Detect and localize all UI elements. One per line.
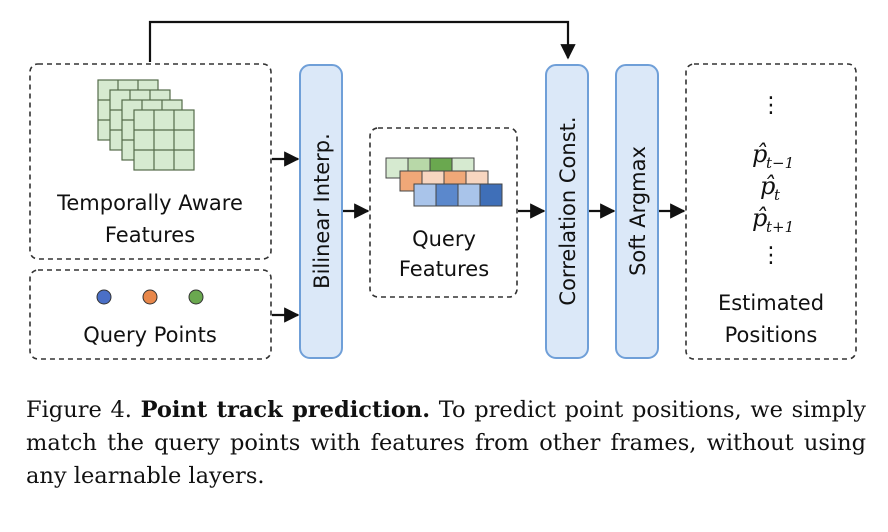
query-feature-strips-icon	[385, 157, 503, 207]
p-hat-t-plus-1: p̂ t+1	[752, 204, 794, 236]
caption-text: To predict point positions, we simply ma…	[26, 397, 866, 489]
feature-grid-icon	[97, 79, 195, 171]
svg-text:p̂: p̂	[752, 140, 767, 168]
svg-text:p̂: p̂	[752, 204, 767, 232]
figure-label: Figure 4.	[26, 397, 132, 423]
correlation-label: Correlation Const.	[556, 116, 580, 305]
query-features-label-2: Features	[399, 257, 489, 281]
query-points-box	[29, 269, 272, 360]
pipeline-diagram: Temporally Aware Features Query Points B…	[29, 20, 857, 360]
bilinear-interp-label: Bilinear Interp.	[310, 133, 334, 289]
bilinear-interp-block	[299, 64, 343, 359]
query-features-label-1: Query	[412, 227, 476, 251]
temporal-features-label-2: Features	[105, 223, 195, 247]
soft-argmax-block	[615, 64, 659, 359]
ellipsis-bottom: ⋮	[760, 243, 782, 268]
p-hat-t: p̂ t	[760, 172, 781, 204]
query-point-dot-blue	[96, 289, 112, 305]
correlation-block	[545, 64, 589, 359]
estimated-positions-label-1: Estimated	[718, 291, 824, 315]
figure-caption: Figure 4. Point track prediction. To pre…	[26, 394, 866, 493]
caption-title: Point track prediction.	[140, 397, 431, 423]
ellipsis-top: ⋮	[760, 93, 782, 118]
query-points-label: Query Points	[83, 323, 217, 347]
query-point-dot-orange	[142, 289, 158, 305]
temporal-features-label-1: Temporally Aware	[56, 191, 243, 215]
p-hat-t-minus-1: p̂ t−1	[752, 140, 794, 172]
svg-text:p̂: p̂	[760, 172, 775, 200]
svg-text:t+1: t+1	[766, 218, 794, 236]
svg-text:t−1: t−1	[766, 154, 794, 172]
svg-text:t: t	[774, 186, 781, 204]
skip-connection-arrow	[148, 20, 576, 62]
estimated-positions-box	[685, 63, 857, 360]
soft-argmax-label: Soft Argmax	[626, 146, 650, 276]
estimated-positions-label-2: Positions	[725, 323, 818, 347]
query-point-dot-green	[188, 289, 204, 305]
